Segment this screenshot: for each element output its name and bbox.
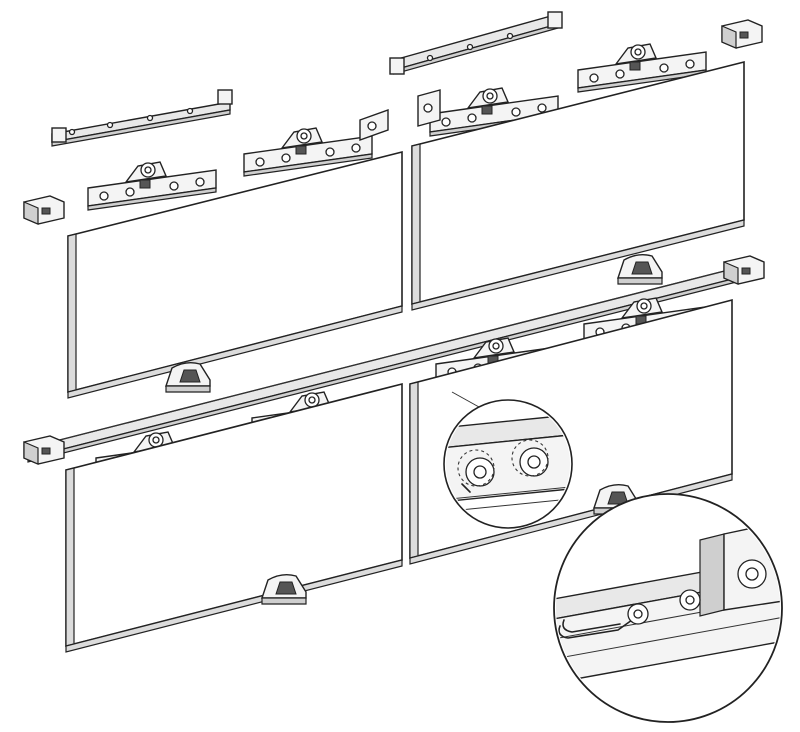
floor-guide-2 <box>617 253 663 285</box>
glass-panel-3 <box>65 382 403 653</box>
detail-callout-b <box>553 493 783 723</box>
glass-panel-1 <box>67 150 403 399</box>
floor-guide-1 <box>165 361 211 393</box>
top-right-exploded-set <box>389 11 763 311</box>
end-stop-left <box>23 195 65 225</box>
track-top-left-screws <box>51 89 233 143</box>
end-stop-right <box>721 19 763 49</box>
end-stop-bottom-left <box>23 435 65 465</box>
end-stop-bottom-right <box>723 255 765 285</box>
assembled-set <box>23 255 765 653</box>
track-top-right <box>389 11 563 75</box>
bracket-piece-2 <box>417 89 441 127</box>
track-top-left <box>51 101 231 147</box>
detail-callout-a <box>443 391 573 529</box>
bracket-piece <box>359 109 389 141</box>
glass-panel-2 <box>411 60 745 311</box>
top-left-exploded-set <box>23 89 403 399</box>
